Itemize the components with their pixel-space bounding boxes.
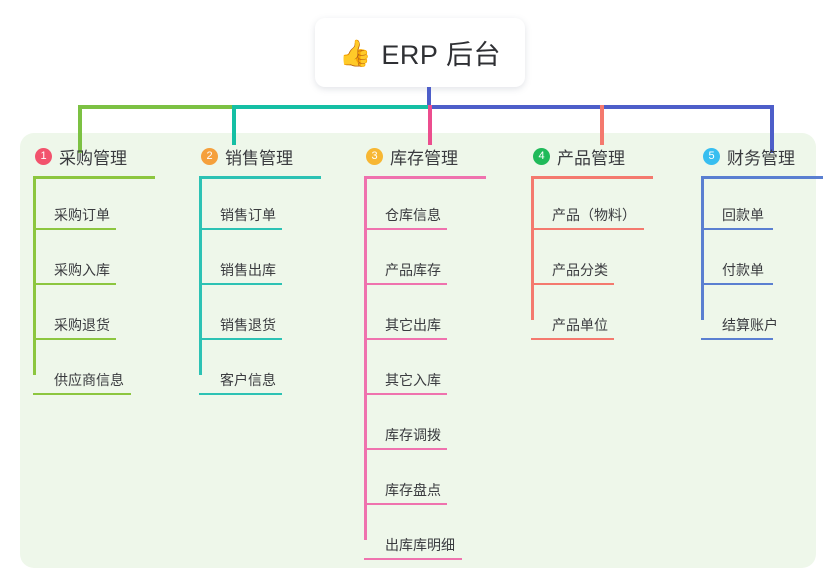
thumbs-up-icon: 👍	[339, 37, 372, 68]
list-item-label: 客户信息	[220, 372, 276, 388]
list-item-label: 销售出库	[220, 262, 276, 278]
column-purchase: 1 采购管理采购订单采购入库采购退货供应商信息	[24, 143, 155, 395]
list-item-rule	[364, 228, 447, 230]
list-item-label: 采购入库	[54, 262, 110, 278]
list-item-label: 出库库明细	[385, 537, 455, 553]
column-product: 4 产品管理产品（物料） 产品分类产品单位	[522, 143, 653, 340]
column-spine-product	[531, 179, 534, 320]
list-item-label: 仓库信息	[385, 207, 441, 223]
column-spine-finance	[701, 179, 704, 320]
list-item-label: 回款单	[722, 207, 764, 223]
list-item-rule	[33, 283, 116, 285]
list-item-label: 产品单位	[552, 317, 608, 333]
column-header-rule-inventory	[364, 176, 486, 179]
drop-col-5	[770, 105, 774, 153]
list-item-rule	[701, 338, 773, 340]
drop-col-3	[428, 105, 432, 145]
list-item-rule	[701, 228, 773, 230]
drop-col-4	[600, 105, 604, 145]
list-item-label: 采购订单	[54, 207, 110, 223]
list-item-rule	[33, 228, 116, 230]
list-item-rule	[364, 283, 447, 285]
column-spine-purchase	[33, 179, 36, 375]
column-header-rule-product	[531, 176, 653, 179]
list-item-rule	[199, 283, 282, 285]
list-item-rule	[531, 338, 614, 340]
column-badge-inventory: 3	[366, 148, 383, 165]
column-title-product: 产品管理	[557, 149, 625, 168]
column-finance: 5 财务管理回款单付款单结算账户	[692, 143, 823, 340]
list-item-label: 销售退货	[220, 317, 276, 333]
column-header-rule-finance	[701, 176, 823, 179]
list-item-rule	[33, 393, 131, 395]
column-header-finance[interactable]: 5 财务管理	[692, 143, 795, 170]
list-item-rule	[364, 448, 447, 450]
list-item-rule	[531, 283, 614, 285]
column-badge-purchase: 1	[35, 148, 52, 165]
column-badge-finance: 5	[703, 148, 720, 165]
list-item-label: 产品分类	[552, 262, 608, 278]
list-item-label: 产品（物料）	[552, 207, 636, 223]
branch-1-to-2	[78, 105, 232, 109]
column-badge-product: 4	[533, 148, 550, 165]
drop-col-2	[232, 105, 236, 145]
column-badge-sales: 2	[201, 148, 218, 165]
column-title-inventory: 库存管理	[390, 149, 458, 168]
column-header-inventory[interactable]: 3 库存管理	[355, 143, 458, 170]
column-header-product[interactable]: 4 产品管理	[522, 143, 625, 170]
list-item-label: 采购退货	[54, 317, 110, 333]
column-sales: 2 销售管理销售订单销售出库销售退货客户信息	[190, 143, 321, 395]
root-title: ERP 后台	[381, 40, 501, 70]
list-item-rule	[199, 393, 282, 395]
list-item-label: 销售订单	[220, 207, 276, 223]
list-item-rule	[701, 283, 773, 285]
list-item-label: 其它入库	[385, 372, 441, 388]
column-title-finance: 财务管理	[727, 149, 795, 168]
list-item-label: 库存盘点	[385, 482, 441, 498]
list-item-label: 库存调拨	[385, 427, 441, 443]
column-spine-inventory	[364, 179, 367, 540]
list-item-rule	[199, 338, 282, 340]
list-item-label: 供应商信息	[54, 372, 124, 388]
list-item-rule	[364, 338, 447, 340]
list-item-rule	[531, 228, 644, 230]
column-title-purchase: 采购管理	[59, 149, 127, 168]
list-item-label: 产品库存	[385, 262, 441, 278]
list-item-rule	[364, 393, 447, 395]
root-stem-connector	[427, 87, 431, 109]
root-node[interactable]: 👍 ERP 后台	[315, 18, 525, 87]
diagram-panel	[20, 133, 816, 568]
column-title-sales: 销售管理	[225, 149, 293, 168]
drop-col-1	[78, 105, 82, 153]
list-item-rule	[364, 503, 447, 505]
column-spine-sales	[199, 179, 202, 375]
list-item-rule	[33, 338, 116, 340]
list-item-rule	[199, 228, 282, 230]
column-header-rule-sales	[199, 176, 321, 179]
list-item-label: 其它出库	[385, 317, 441, 333]
column-header-purchase[interactable]: 1 采购管理	[24, 143, 127, 170]
list-item-rule	[364, 558, 462, 560]
column-header-rule-purchase	[33, 176, 155, 179]
column-inventory: 3 库存管理仓库信息产品库存其它出库其它入库库存调拨库存盘点出库库明细	[355, 143, 486, 560]
list-item-label: 付款单	[722, 262, 764, 278]
branch-2-to-3	[232, 105, 428, 109]
list-item-label: 结算账户	[722, 317, 778, 333]
column-header-sales[interactable]: 2 销售管理	[190, 143, 293, 170]
